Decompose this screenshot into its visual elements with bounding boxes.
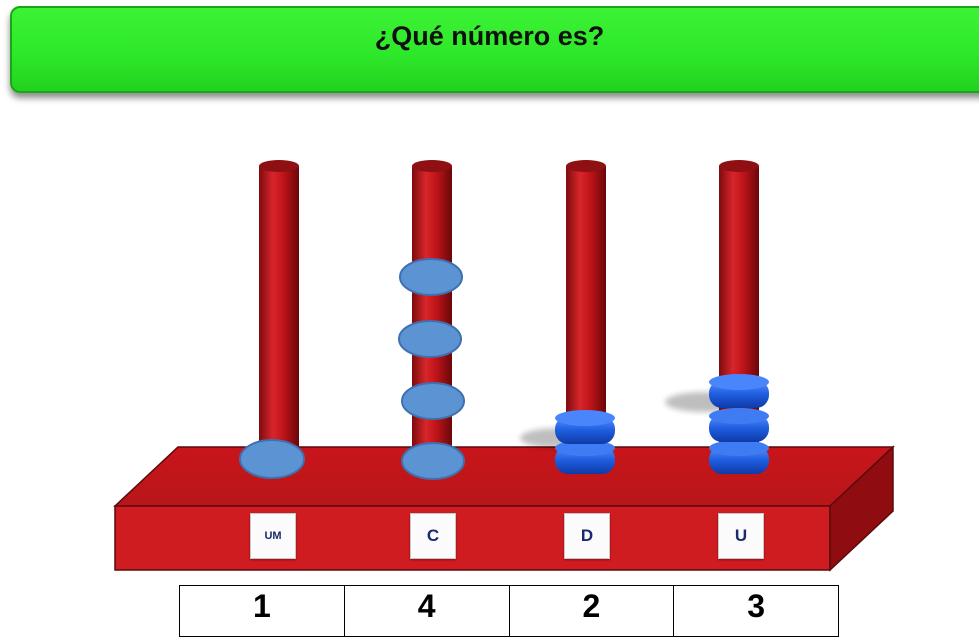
bead-u-2 (709, 408, 769, 442)
bead-c-2 (401, 382, 465, 420)
bead-u-3 (709, 374, 769, 408)
bead-c-1 (401, 442, 465, 480)
place-label-u: U (718, 513, 764, 559)
place-label-d: D (564, 513, 610, 559)
bead-u-1 (709, 440, 769, 474)
digit-cell-d: 2 (508, 585, 675, 637)
digit-cell-c: 4 (343, 585, 510, 637)
rod-um (259, 160, 299, 466)
rod-c (412, 160, 452, 466)
abacus-base (113, 445, 895, 572)
digit-cell-u: 3 (673, 585, 839, 637)
page-title: ¿Qué número es? (374, 21, 605, 51)
place-label-c: C (410, 513, 456, 559)
digits-table: 1 4 2 3 (179, 585, 839, 637)
digit-cell-um: 1 (179, 585, 345, 637)
bead-um-1 (239, 439, 305, 479)
bead-d-1 (555, 440, 615, 474)
digits-row: 1 4 2 3 (179, 585, 839, 637)
place-label-um: UM (250, 513, 296, 559)
title-banner (10, 6, 979, 93)
bead-d-2 (555, 410, 615, 444)
bead-c-3 (398, 320, 462, 358)
bead-c-4 (399, 258, 463, 296)
